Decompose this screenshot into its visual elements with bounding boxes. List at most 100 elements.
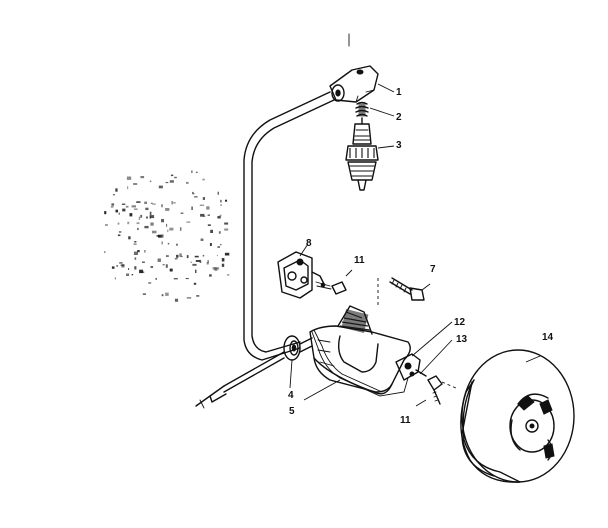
smudge-speck [137,250,140,253]
smudge-speck [129,213,133,217]
smudge-speck [152,203,156,205]
spark-plug-lead [243,91,331,361]
smudge-speck [150,266,154,268]
smudge-speck [165,208,170,211]
smudge-speck [133,251,138,255]
smudge-speck [134,266,137,270]
part-7-bolt [389,277,425,301]
smudge-speck [174,257,178,260]
smudge-speck [206,206,210,210]
part-4-grommet [283,335,313,361]
smudge-speck [200,213,205,217]
smudge-speck [224,252,230,256]
part-2-spring [355,101,369,117]
smudge-speck [194,196,198,198]
smudge-speck [199,204,205,206]
smudge-speck [224,222,229,225]
smudge-speck [220,199,222,203]
smudge-speck [161,234,164,238]
smudge-speck [217,191,219,195]
leader-lines [289,83,541,407]
smudge-speck [118,231,122,233]
smudge-speck [144,250,146,253]
smudge-speck [169,227,174,231]
smudge-speck [131,274,134,276]
smudge-speck [138,216,141,220]
smudge-speck [206,262,209,265]
callout-14: 14 [542,332,554,343]
smudge-speck [162,264,165,266]
smudge-speck [139,269,144,274]
smudge-speck [156,235,160,237]
smudge-speck [195,260,201,262]
smudge-speck [161,204,163,208]
smudge-speck [142,293,146,295]
smudge-speck [140,176,145,179]
part-12-terminal [395,353,421,381]
smudge-speck [192,191,194,195]
smudge-speck [117,222,120,225]
smudge-speck [122,208,126,212]
smudge-speck [118,212,120,215]
smudge-speck [200,238,204,241]
smudge-speck [161,219,164,223]
smudge-speck [174,176,177,179]
smudge-speck [207,214,210,216]
smudge-speck [144,225,149,229]
smudge-speck [173,202,176,204]
smudge-speck [212,267,216,270]
smudge-speck [224,228,229,231]
smudge-speck [136,201,141,203]
smudge-speck [131,205,136,208]
callout-7: 7 [430,264,436,275]
smudge-speck [152,230,157,234]
smudge-speck [114,277,116,280]
part-5-ignition-coil [309,305,411,395]
part-13-terminal-screw [409,369,427,377]
smudge-speck [214,267,218,271]
callout-4: 4 [288,390,294,401]
smudge-speck [210,229,213,233]
smudge-speck [148,282,152,284]
smudge-speck [193,282,197,285]
smudge-speck [202,254,205,257]
callout-5: 5 [289,406,295,417]
smudge-speck [112,194,115,196]
scan-smudge [104,170,230,302]
smudge-speck [190,261,192,263]
smudge-speck [133,208,138,210]
smudge-speck [121,264,125,268]
smudge-speck [171,201,173,205]
smudge-speck [186,181,189,184]
smudge-speck [186,255,189,259]
smudge-speck [165,264,168,268]
smudge-speck [158,234,162,238]
smudge-speck [166,223,168,227]
part-14-flywheel [460,349,575,483]
part-3-spark-plug [345,117,379,191]
smudge-speck [104,251,106,254]
smudge-speck [180,227,182,231]
smudge-speck [136,222,140,225]
callout-8: 8 [306,238,312,249]
smudge-speck [134,241,137,243]
smudge-speck [186,221,191,223]
smudge-speck [125,205,129,208]
smudge-speck [185,278,189,280]
smudge-speck [167,229,169,233]
callout-3: 3 [396,140,402,151]
smudge-speck [146,216,148,219]
smudge-speck [145,207,149,211]
callout-1: 1 [396,87,402,98]
smudge-speck [111,266,115,269]
smudge-speck [128,268,130,270]
smudge-speck [209,274,212,277]
smudge-speck [199,259,202,263]
callout-2: 2 [396,112,402,123]
smudge-speck [176,254,179,258]
smudge-speck [158,185,163,189]
smudge-speck [144,201,147,204]
smudge-speck [219,214,222,217]
smudge-speck [149,180,152,182]
smudge-speck [134,257,137,260]
